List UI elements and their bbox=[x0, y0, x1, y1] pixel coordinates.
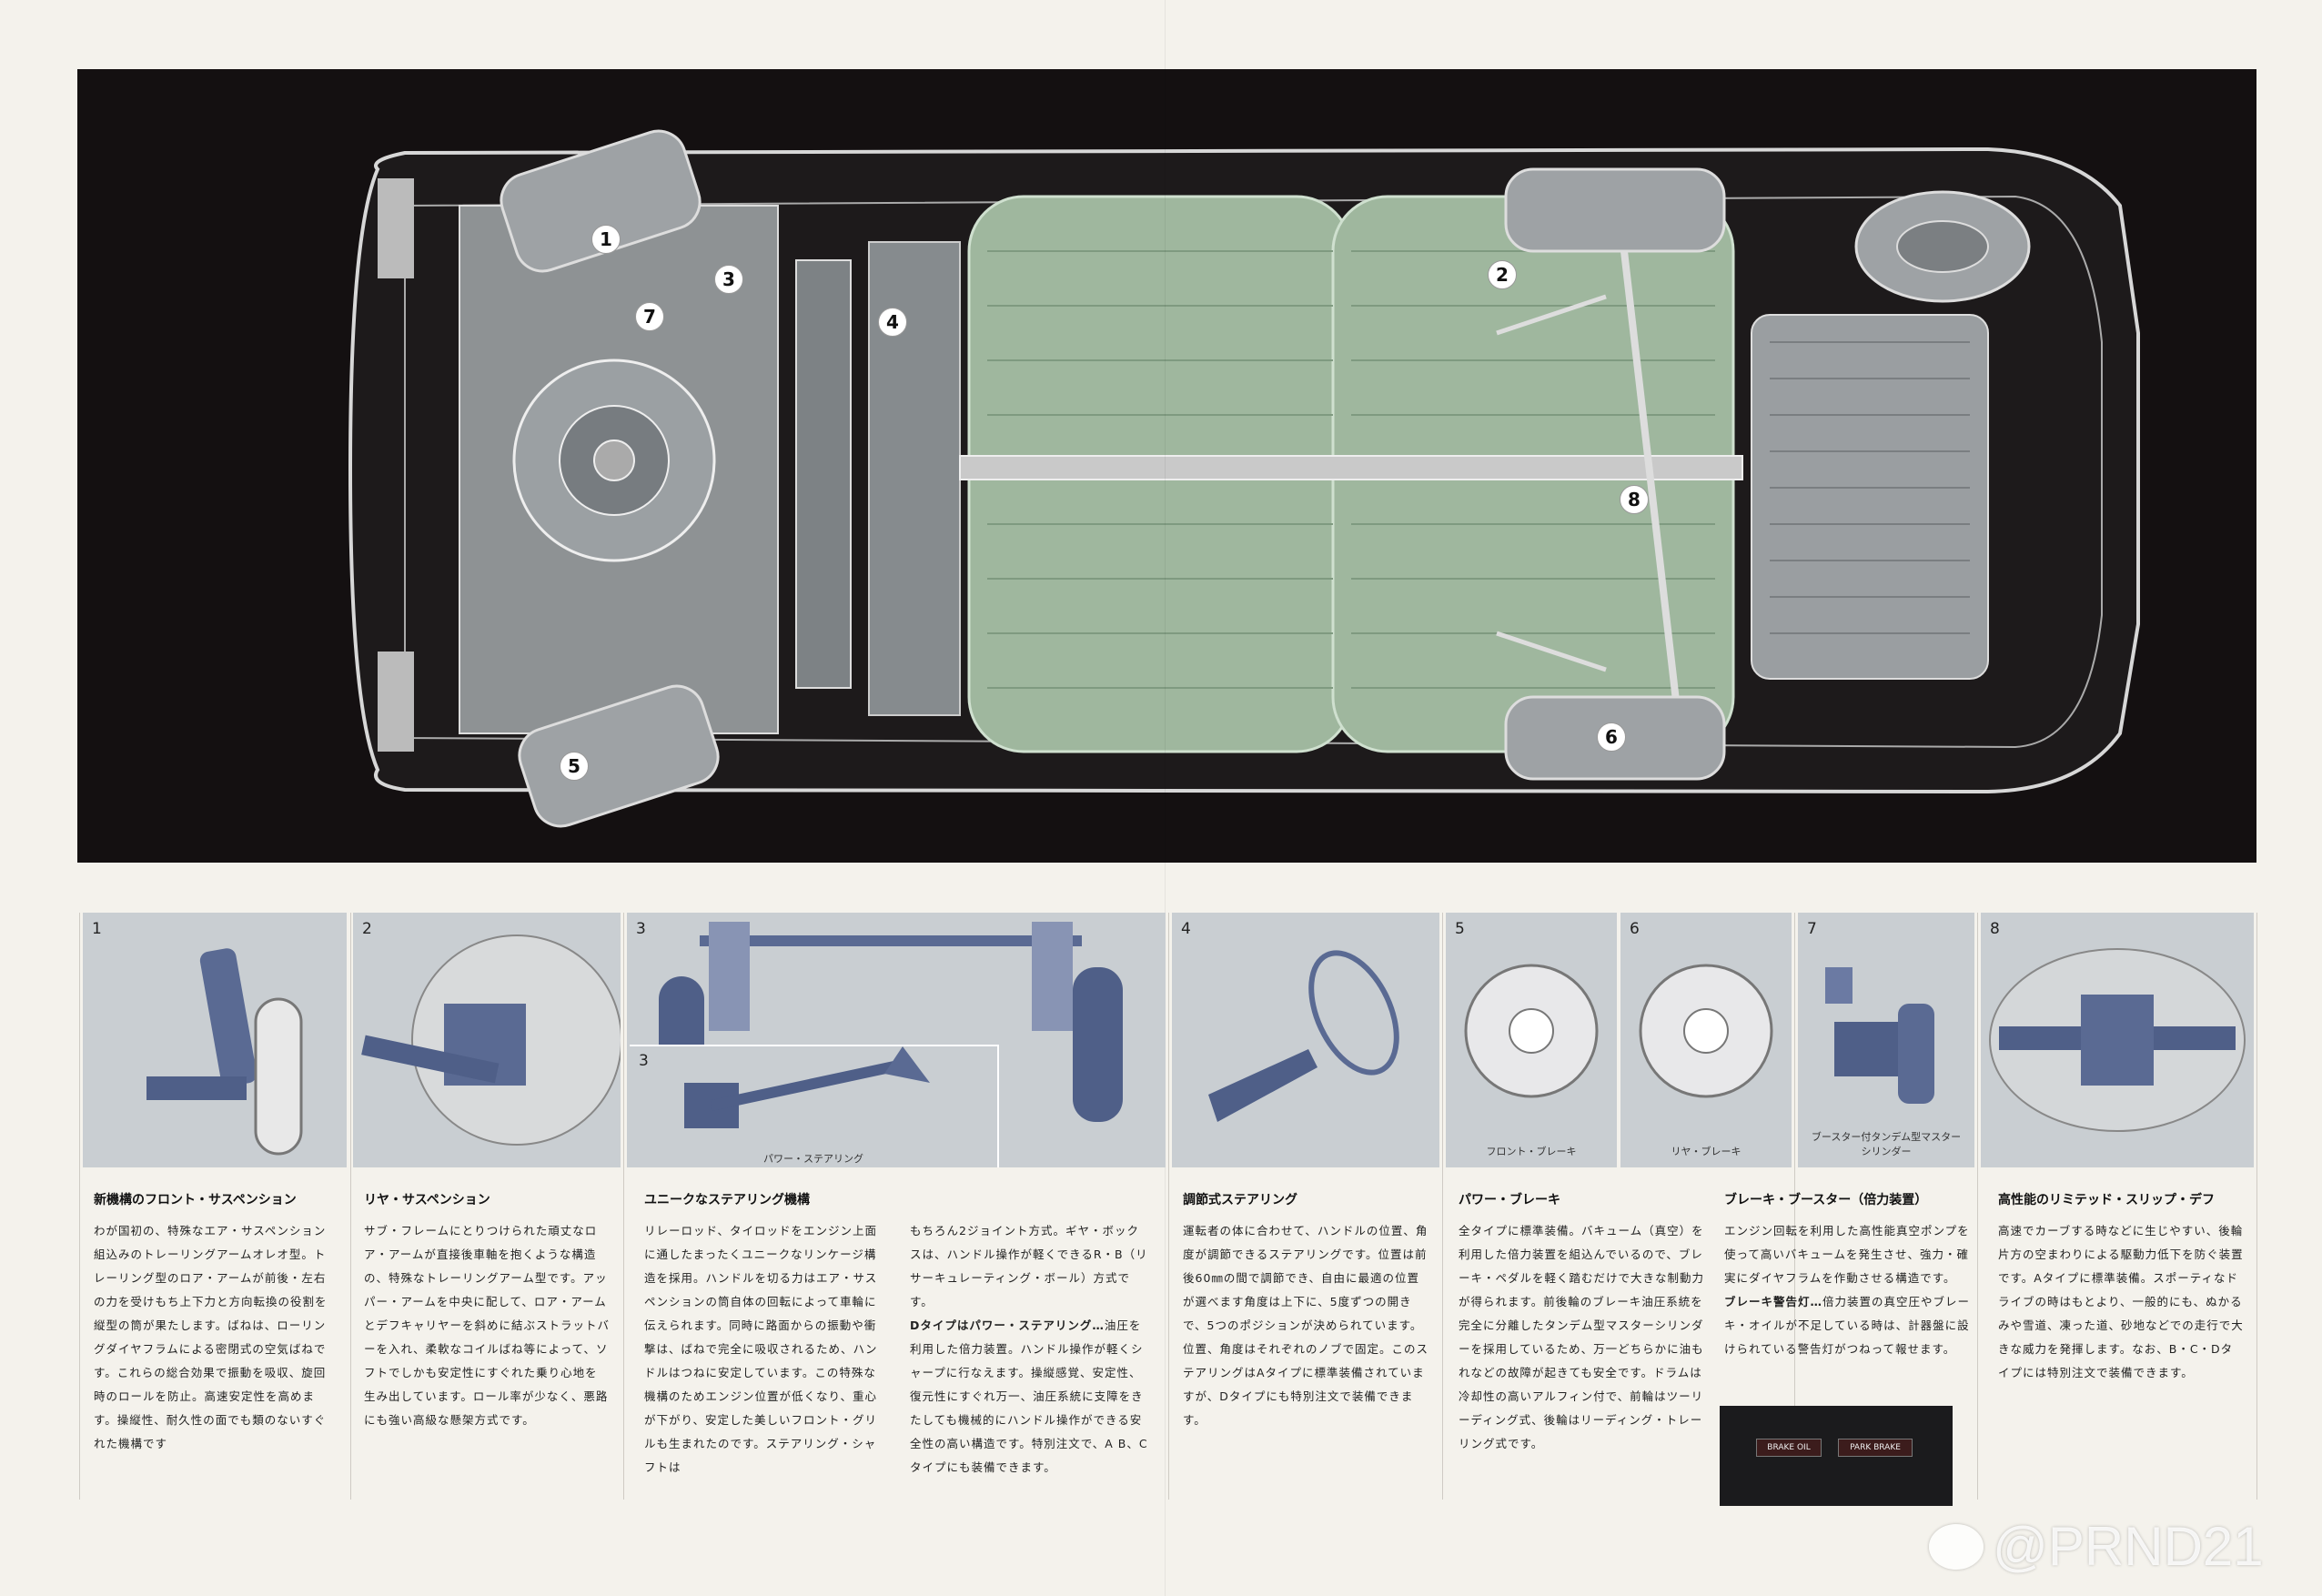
panel-number: 3 bbox=[636, 920, 646, 938]
power-steering-inset: 3 パワー・ステアリング bbox=[630, 1045, 999, 1167]
rear-suspension-photo: 2 bbox=[353, 913, 621, 1167]
steering-column-icon bbox=[1208, 950, 1399, 1122]
page-fold bbox=[1165, 0, 1166, 1596]
callout-1: 1 bbox=[591, 225, 621, 254]
panel-number: 4 bbox=[1181, 920, 1191, 938]
brake-booster-body: エンジン回転を利用した高性能真空ポンプを使って高いバキュームを発生させ、強力・確… bbox=[1724, 1219, 1979, 1361]
panel-power-brake: 5 フロント・ブレーキ 6 リヤ・ブレーキ パワー・ブレーキ 全タイプに標準装備… bbox=[1443, 913, 1795, 1500]
front-suspension-photo: 1 bbox=[83, 913, 347, 1167]
panel-number-inset: 3 bbox=[639, 1052, 649, 1070]
brake-warning-subhead: ブレーキ警告灯… bbox=[1724, 1295, 1823, 1308]
brake-booster-heading: ブレーキ・ブースター（倍力装置） bbox=[1724, 1193, 1928, 1207]
panel-heading: 調節式ステアリング bbox=[1183, 1193, 1297, 1207]
power-steering-subhead: Dタイプはパワー・ステアリング… bbox=[910, 1318, 1105, 1332]
differential-icon bbox=[1989, 948, 2246, 1132]
rear-brake-drum-icon bbox=[1639, 964, 1773, 1098]
brake-warning-text: 倍力装置の真空圧やブレーキ・オイルが不足している時は、計器盤に設けられている警告… bbox=[1724, 1295, 1971, 1356]
brake-oil-lamp: BRAKE OIL bbox=[1756, 1439, 1822, 1457]
panel-number: 7 bbox=[1807, 920, 1817, 938]
front-brake-drum-icon bbox=[1464, 964, 1599, 1098]
panel-heading: ユニークなステアリング機構 bbox=[644, 1193, 810, 1207]
brake-booster-text: エンジン回転を利用した高性能真空ポンプを使って高いバキュームを発生させ、強力・確… bbox=[1724, 1224, 1970, 1285]
panel-heading: パワー・ブレーキ bbox=[1459, 1193, 1560, 1207]
callout-5: 5 bbox=[560, 752, 589, 781]
panel-front-suspension: 1 新機構のフロント・サスペンション わが国初の、特殊なエア・サスペンション組込… bbox=[79, 913, 351, 1500]
panel-body: 全タイプに標準装備。バキューム（真空）を利用した倍力装置を組込んでいるので、ブレ… bbox=[1459, 1224, 1705, 1450]
steering-linkage-photo: 3 3 パワー・ステアリング bbox=[627, 913, 1166, 1167]
rear-drum-icon bbox=[361, 934, 621, 1146]
panel-limited-slip-diff: 8 高性能のリミテッド・スリップ・デフ 高速でカーブする時などに生じやすい、後輪… bbox=[1978, 913, 2257, 1500]
panel-brake-booster: 7 ブースター付タンデム型マスターシリンダー bbox=[1795, 913, 1978, 1500]
limited-slip-diff-photo: 8 bbox=[1981, 913, 2254, 1167]
callout-6: 6 bbox=[1597, 722, 1626, 752]
chassis-cutaway-illustration: 1 2 3 4 5 6 7 8 bbox=[77, 69, 2256, 863]
panel-number: 6 bbox=[1630, 920, 1640, 938]
adjustable-steering-photo: 4 bbox=[1172, 913, 1439, 1167]
panel-number: 1 bbox=[92, 920, 102, 938]
brake-booster-photo: 7 ブースター付タンデム型マスターシリンダー bbox=[1798, 913, 1974, 1167]
front-brake-photo: 5 フロント・ブレーキ bbox=[1446, 913, 1617, 1167]
panel-heading: 新機構のフロント・サスペンション bbox=[94, 1193, 297, 1207]
panel-body: わが国初の、特殊なエア・サスペンション組込みのトレーリングアームオレオ型。トレー… bbox=[94, 1224, 328, 1450]
panel-body: サブ・フレームにとりつけられた頑丈なロア・アームが直接後車軸を抱くような構造の、… bbox=[364, 1224, 611, 1427]
panel-body-3: 油圧を利用した倍力装置。ハンドル操作が軽くシャープに行なえます。操縦感覚、安定性… bbox=[910, 1318, 1148, 1474]
callout-8: 8 bbox=[1620, 485, 1649, 514]
panel-heading: 高性能のリミテッド・スリップ・デフ bbox=[1998, 1193, 2215, 1207]
weibo-logo-icon bbox=[1929, 1523, 1984, 1570]
panel-body-column2: もちろん2ジョイント方式。ギヤ・ボックスは、ハンドル操作が軽くできるR・B（リサ… bbox=[910, 1219, 1151, 1480]
panel-body-2: もちろん2ジョイント方式。ギヤ・ボックスは、ハンドル操作が軽くできるR・B（リサ… bbox=[910, 1224, 1148, 1308]
car-top-view-drawing bbox=[348, 129, 2140, 828]
panel-rear-suspension: 2 リヤ・サスペンション サブ・フレームにとりつけられた頑丈なロア・アームが直接… bbox=[350, 913, 624, 1500]
panel-number: 2 bbox=[362, 920, 372, 938]
panel-body: 運転者の体に合わせて、ハンドルの位置、角度が調節できるステアリングです。位置は前… bbox=[1183, 1224, 1429, 1427]
panel-adjustable-steering: 4 調節式ステアリング 運転者の体に合わせて、ハンドルの位置、角度が調節できるス… bbox=[1169, 913, 1443, 1500]
brake-booster-caption: ブースター付タンデム型マスターシリンダー bbox=[1811, 1131, 1962, 1157]
panel-number: 5 bbox=[1455, 920, 1465, 938]
rear-brake-caption: リヤ・ブレーキ bbox=[1671, 1146, 1742, 1157]
watermark: @PRND21 bbox=[1929, 1515, 2264, 1578]
booster-cylinder-icon bbox=[1825, 967, 1934, 1104]
rear-brake-photo: 6 リヤ・ブレーキ bbox=[1620, 913, 1792, 1167]
power-steering-icon bbox=[684, 1046, 930, 1128]
panel-body: 高速でカーブする時などに生じやすい、後輪片方の空まわりによる駆動力低下を防ぐ装置… bbox=[1998, 1224, 2244, 1379]
suspension-strut-icon bbox=[146, 948, 303, 1156]
front-brake-caption: フロント・ブレーキ bbox=[1486, 1146, 1577, 1157]
callout-2: 2 bbox=[1488, 260, 1517, 289]
panel-number: 8 bbox=[1990, 920, 2000, 938]
callout-3: 3 bbox=[714, 265, 743, 294]
panel-body: リレーロッド、タイロッドをエンジン上面に通したまったくユニークなリンケージ構造を… bbox=[644, 1224, 878, 1474]
panel-steering-mechanism: 3 3 パワー・ステアリング ユニークなステアリング機構 リレーロッド、タイロッ… bbox=[624, 913, 1169, 1500]
panel-heading: リヤ・サスペンション bbox=[364, 1193, 490, 1207]
callout-7: 7 bbox=[635, 302, 664, 331]
warning-lamp-photo: BRAKE OIL PARK BRAKE bbox=[1720, 1406, 1953, 1506]
callout-4: 4 bbox=[878, 308, 907, 337]
park-brake-lamp: PARK BRAKE bbox=[1838, 1439, 1913, 1457]
power-steering-caption: パワー・ステアリング bbox=[763, 1153, 863, 1165]
watermark-text: @PRND21 bbox=[1993, 1516, 2264, 1577]
